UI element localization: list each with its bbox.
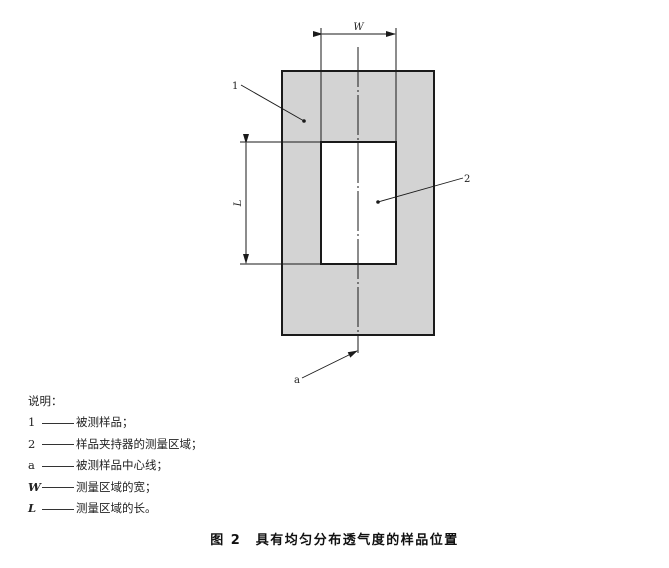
- legend-text: 测量区域的长。: [76, 501, 157, 516]
- legend-key: a: [28, 458, 35, 473]
- part-2-label: 2: [464, 174, 470, 185]
- centerline-label: a: [294, 375, 300, 386]
- legend-text: 测量区域的宽；: [76, 479, 157, 494]
- legend-item: a 被测样品中心线；: [28, 455, 203, 476]
- legend-item: 1 被测样品；: [28, 412, 203, 433]
- width-dimension-label: W: [353, 22, 364, 33]
- legend-dash: [42, 487, 74, 489]
- legend: 说明： 1 被测样品； 2 样品夹持器的测量区域； a 被测样品中心线； W 测量区域的…: [28, 391, 203, 519]
- legend-item: 2 样品夹持器的测量区域；: [28, 434, 203, 455]
- legend-dash: [42, 422, 74, 424]
- legend-key: W: [28, 479, 41, 494]
- leader-line-1: [240, 84, 305, 122]
- leader-line-2: [377, 177, 464, 203]
- legend-text: 被测样品；: [76, 415, 134, 430]
- sample-position-diagram: W L 1 2 a: [232, 22, 470, 386]
- legend-item: L 测量区域的长。: [28, 498, 203, 519]
- legend-item: W 测量区域的宽；: [28, 477, 203, 498]
- length-dimension-label: L: [233, 199, 244, 207]
- legend-dash: [42, 465, 74, 467]
- legend-key: L: [28, 501, 37, 516]
- figure-caption: 图 2 具有均匀分布透气度的样品位置: [210, 533, 459, 548]
- leader-dot-1: [302, 119, 306, 123]
- legend-text: 被测样品中心线；: [76, 458, 168, 473]
- legend-key: 2: [28, 436, 36, 451]
- legend-text: 样品夹持器的测量区域；: [76, 436, 203, 451]
- leader-dot-2: [376, 200, 380, 204]
- legend-dash: [42, 444, 74, 446]
- legend-title: 说明：: [28, 394, 63, 408]
- leader-line-a: [301, 350, 358, 379]
- part-1-label: 1: [232, 81, 238, 92]
- legend-key: 1: [28, 415, 36, 430]
- legend-dash: [42, 508, 74, 510]
